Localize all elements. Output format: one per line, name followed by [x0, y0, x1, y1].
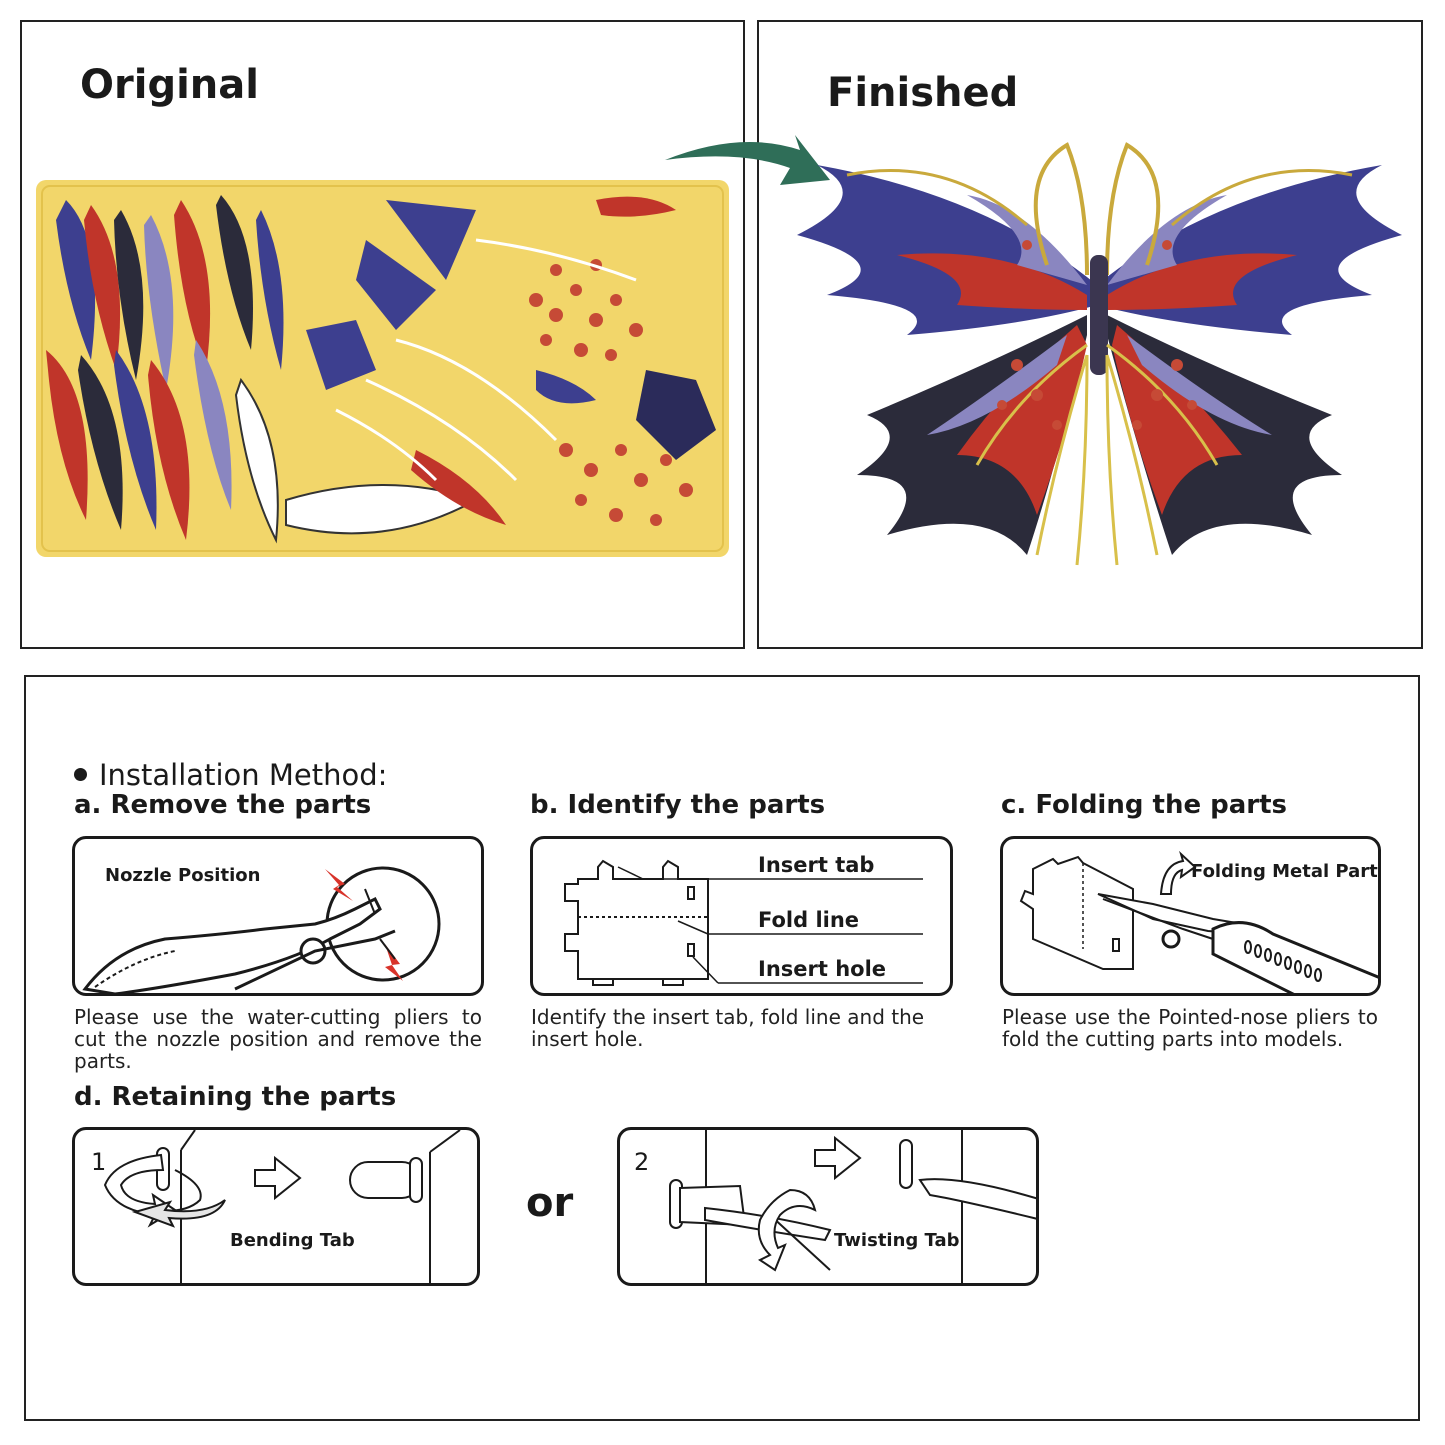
metal-sheet-image	[36, 180, 729, 557]
installation-heading-text: Installation Method:	[99, 758, 388, 792]
original-title: Original	[80, 62, 259, 108]
insert-hole-label: Insert hole	[758, 957, 887, 981]
installation-heading: Installation Method:	[74, 758, 387, 792]
bending-tab-diagram: 1 Bending Tab	[72, 1127, 480, 1286]
identify-parts-diagram: Insert tab Fold line Insert hole	[530, 836, 953, 996]
section-b-title: b. Identify the parts	[530, 790, 826, 820]
finished-title: Finished	[827, 70, 1019, 116]
twisting-tab-diagram: 2 Twisting Tab	[617, 1127, 1039, 1286]
installation-panel	[24, 675, 1420, 1421]
folding-metal-part-label: Folding Metal Part	[1191, 861, 1378, 882]
remove-parts-diagram: Nozzle Position	[72, 836, 484, 996]
finished-butterfly-image	[787, 135, 1412, 585]
step-2-number: 2	[634, 1148, 650, 1176]
step-1-number: 1	[91, 1148, 107, 1176]
arrow-icon	[660, 130, 840, 210]
section-a-title: a. Remove the parts	[74, 790, 372, 820]
fold-line-label: Fold line	[758, 908, 860, 932]
bullet-icon	[74, 767, 87, 781]
section-b-caption: Identify the insert tab, fold line and t…	[531, 1005, 925, 1051]
insert-tab-label: Insert tab	[758, 853, 875, 877]
folding-parts-diagram: Folding Metal Part	[1000, 836, 1381, 996]
section-c-caption: Please use the Pointed-nose pliers to fo…	[1002, 1005, 1378, 1051]
or-label: or	[526, 1180, 574, 1226]
nozzle-position-label: Nozzle Position	[105, 865, 261, 886]
section-d-title: d. Retaining the parts	[74, 1082, 397, 1112]
twisting-tab-label: Twisting Tab	[834, 1230, 960, 1251]
bending-tab-label: Bending Tab	[230, 1230, 355, 1251]
section-a-caption: Please use the water-cutting pliers to c…	[74, 1005, 482, 1073]
section-c-title: c. Folding the parts	[1001, 790, 1288, 820]
